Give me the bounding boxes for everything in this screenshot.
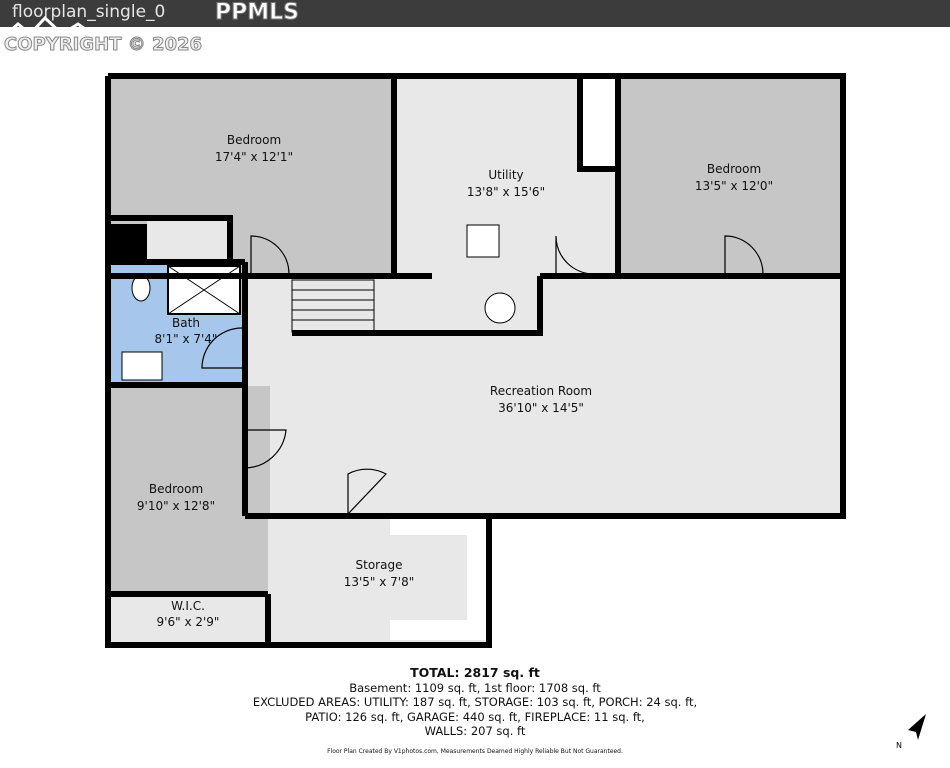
room-size: 9'10" x 12'8" bbox=[137, 499, 215, 513]
closet-bedroom-1 bbox=[147, 220, 230, 262]
mountain-logo-icon bbox=[1, 15, 99, 40]
summary-line: Basement: 1109 sq. ft, 1st floor: 1708 s… bbox=[349, 680, 601, 695]
summary-line: EXCLUDED AREAS: UTILITY: 187 sq. ft, STO… bbox=[252, 695, 698, 709]
stairs bbox=[291, 279, 375, 333]
summary-line: PATIO: 126 sq. ft, GARAGE: 440 sq. ft, F… bbox=[305, 709, 645, 724]
svg-text:W.I.C.9'6" x 2'9": W.I.C. 9'6" x 2'9" bbox=[157, 599, 220, 629]
storage-notch bbox=[390, 518, 486, 640]
closet-utility bbox=[582, 79, 620, 169]
room-size: 17'4" x 12'1" bbox=[215, 150, 293, 164]
room-name: Bedroom bbox=[149, 482, 203, 496]
north-label: N bbox=[896, 741, 902, 750]
watermark-copyright: COPYRIGHT © 2026 bbox=[3, 34, 203, 56]
furnace bbox=[466, 224, 500, 258]
room-size: 13'5" x 12'0" bbox=[695, 179, 773, 193]
room-size: 8'1" x 7'4" bbox=[155, 332, 218, 346]
wic-area bbox=[110, 594, 267, 642]
summary-line: WALLS: 207 sq. ft bbox=[424, 724, 526, 738]
room-name: Storage bbox=[356, 558, 403, 572]
room-size: 9'6" x 2'9" bbox=[157, 615, 220, 629]
room-size: 13'8" x 15'6" bbox=[467, 185, 545, 199]
floor-plan: Bedroom 17'4" x 12'1" Utility 13'8" x 15'6… bbox=[105, 73, 846, 648]
mechanical-block bbox=[110, 224, 147, 264]
watermark-brand: PPMLS bbox=[214, 0, 300, 26]
walls bbox=[105, 73, 846, 648]
room-name: Recreation Room bbox=[490, 384, 592, 398]
room-size: 36'10" x 14'5" bbox=[498, 401, 584, 415]
total-area: TOTAL: 2817 sq. ft bbox=[410, 665, 540, 680]
area-summary: TOTAL: 2817 sq. ft Basement: 1109 sq. ft… bbox=[0, 665, 950, 759]
water-heater bbox=[484, 292, 516, 324]
room-name: Bath bbox=[172, 316, 200, 330]
title-bar: floorplan_single_0 bbox=[0, 0, 950, 27]
room-name: Utility bbox=[488, 168, 523, 182]
sink bbox=[121, 351, 163, 381]
file-title: floorplan_single_0 bbox=[12, 2, 166, 22]
credit-line: Floor Plan Created By V1photos.com, Meas… bbox=[327, 747, 623, 755]
bedroom-2-area bbox=[620, 79, 840, 275]
room-name: Bedroom bbox=[227, 133, 281, 147]
room-name: W.I.C. bbox=[171, 599, 205, 613]
room-name: Bedroom bbox=[707, 162, 761, 176]
room-size: 13'5" x 7'8" bbox=[344, 575, 415, 589]
north-arrow-icon: N bbox=[896, 714, 926, 750]
